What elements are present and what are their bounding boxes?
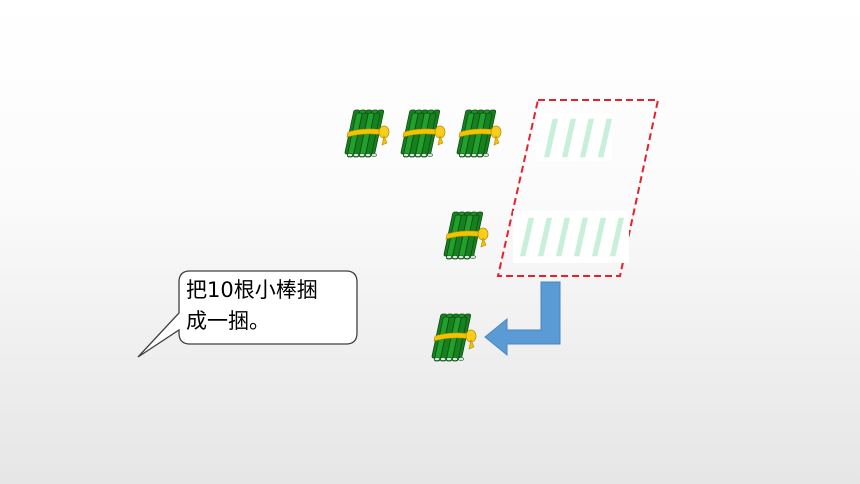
speech-line-2: 成一捆。 [186,309,270,333]
bundle-result [430,313,477,362]
speech-bubble [137,270,358,358]
speech-line-1: 把10根小棒捆 [186,278,318,302]
bundle-middle [442,211,489,260]
bundle-top-3 [455,109,502,158]
arrow-icon [484,281,561,357]
bundle-top-2 [399,109,446,158]
dashed-frame [496,99,660,277]
speech-text: 把10根小棒捆 成一捆。 [186,275,356,337]
bundle-top-1 [343,109,390,158]
